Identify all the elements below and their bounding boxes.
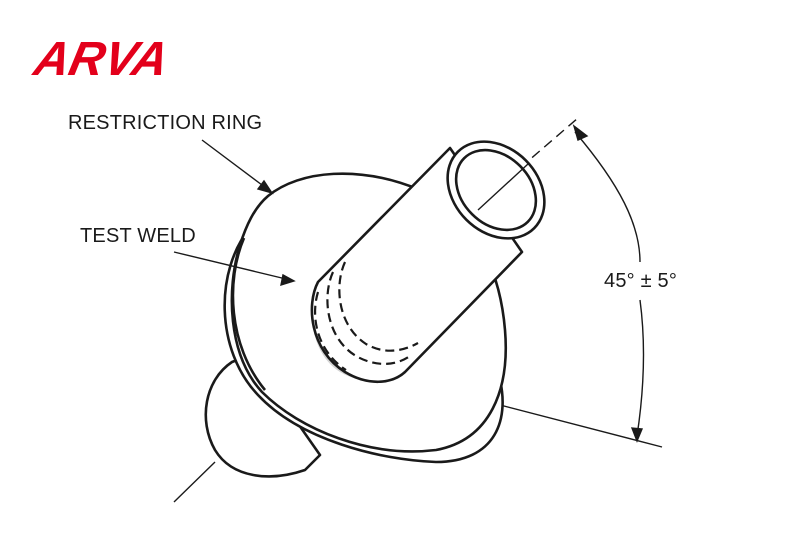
- angle-dimension: [572, 124, 645, 443]
- leader-arrows: [173, 139, 296, 287]
- bottom-stub: [204, 353, 322, 478]
- arva-logo: ARVA: [29, 32, 174, 85]
- tube-end: [446, 140, 546, 240]
- weld-bead-lines: [314, 261, 419, 371]
- test-weld-label: TEST WELD: [80, 225, 196, 247]
- logo-text: ARVA: [29, 32, 174, 85]
- axis-inside-tube: [477, 163, 529, 211]
- angle-label: 45° ± 5°: [604, 270, 678, 292]
- restriction-ring-label: RESTRICTION RING: [68, 112, 263, 134]
